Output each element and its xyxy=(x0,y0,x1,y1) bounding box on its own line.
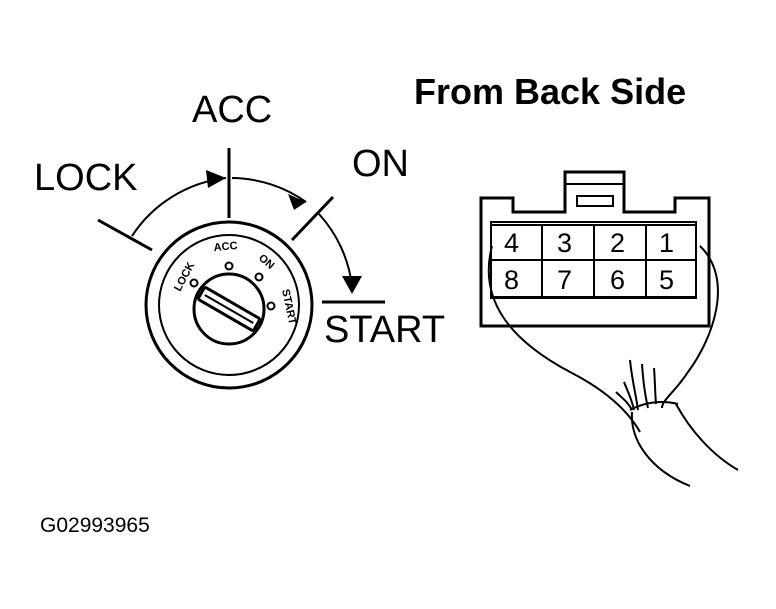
label-start: START xyxy=(324,309,445,351)
arrowhead-start-icon xyxy=(342,276,362,294)
connector-title: From Back Side xyxy=(414,71,686,112)
pin-7: 7 xyxy=(557,265,572,295)
arrowhead-acc-icon xyxy=(206,170,226,188)
arc-on-to-start xyxy=(318,213,353,287)
cyl-label-on: ON xyxy=(256,252,276,272)
arrowhead-on-icon xyxy=(288,194,306,210)
pin-5: 5 xyxy=(659,265,674,295)
dot-lock-icon xyxy=(189,278,199,288)
lock-position-line xyxy=(97,218,153,252)
cyl-label-lock: LOCK xyxy=(172,260,197,293)
label-on: ON xyxy=(352,143,409,185)
pin-6: 6 xyxy=(610,265,625,295)
wire-harness xyxy=(487,245,739,487)
dot-on-icon xyxy=(254,272,264,282)
dot-acc-icon xyxy=(224,261,234,271)
arc-acc-to-on xyxy=(231,177,307,203)
cyl-label-acc: ACC xyxy=(213,240,238,254)
pin-4: 4 xyxy=(504,228,519,258)
connector-pin-grid xyxy=(490,224,697,298)
pin-8: 8 xyxy=(504,265,519,295)
key-barrel xyxy=(192,272,266,346)
key-slot-icon xyxy=(197,286,261,332)
pin-2: 2 xyxy=(610,228,625,258)
figure-code: G02993965 xyxy=(40,514,150,537)
cyl-label-start: START xyxy=(279,288,298,326)
label-lock: LOCK xyxy=(34,157,137,199)
label-acc: ACC xyxy=(192,89,272,131)
pin-1: 1 xyxy=(659,228,674,258)
on-position-line xyxy=(290,195,335,242)
ignition-cylinder-inner xyxy=(158,234,300,376)
pin-3: 3 xyxy=(557,228,572,258)
dot-start-icon xyxy=(266,301,276,311)
ignition-cylinder-outer xyxy=(144,220,314,390)
arc-lock-to-acc xyxy=(131,177,227,237)
